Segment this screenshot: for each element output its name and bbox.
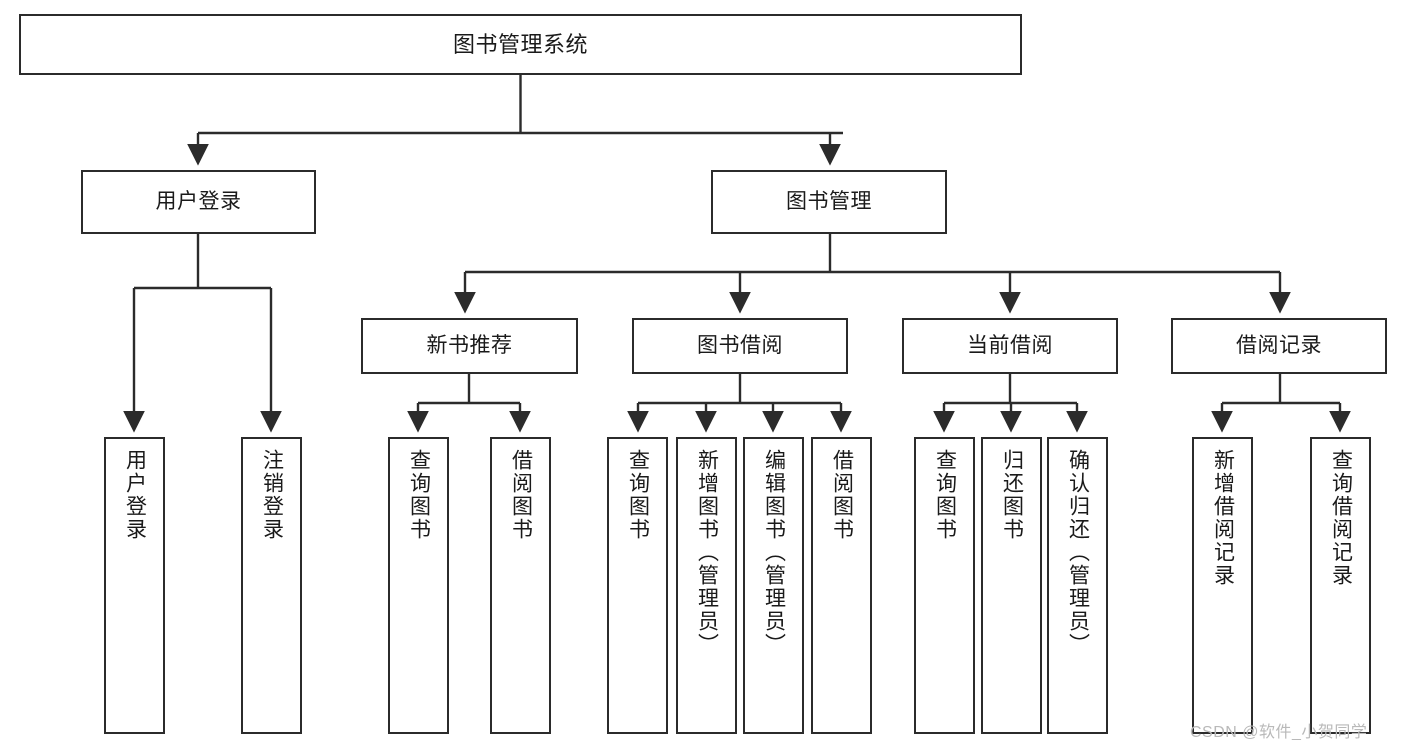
- node-label: 用户登录: [123, 449, 147, 541]
- node-label: 新增图书（管理员）: [695, 449, 719, 656]
- node-leaf-query-book-1[interactable]: 查询图书: [388, 437, 449, 734]
- node-leaf-user-login[interactable]: 用户登录: [104, 437, 165, 734]
- node-current-borrow[interactable]: 当前借阅: [902, 318, 1118, 374]
- node-label: 注销登录: [260, 449, 284, 541]
- node-label: 确认归还（管理员）: [1066, 449, 1090, 656]
- node-leaf-return-book[interactable]: 归还图书: [981, 437, 1042, 734]
- node-label: 借阅图书: [509, 449, 533, 541]
- node-label: 新书推荐: [426, 333, 513, 357]
- node-leaf-confirm-return[interactable]: 确认归还（管理员）: [1047, 437, 1108, 734]
- node-label: 归还图书: [1000, 449, 1024, 541]
- node-user-login[interactable]: 用户登录: [81, 170, 316, 234]
- node-label: 当前借阅: [967, 333, 1053, 357]
- node-leaf-borrow-book-2[interactable]: 借阅图书: [811, 437, 872, 734]
- node-label: 用户登录: [155, 189, 242, 213]
- node-label: 编辑图书（管理员）: [762, 449, 786, 656]
- node-borrow-record[interactable]: 借阅记录: [1171, 318, 1387, 374]
- node-new-book-recommend[interactable]: 新书推荐: [361, 318, 578, 374]
- node-leaf-query-record[interactable]: 查询借阅记录: [1310, 437, 1371, 734]
- node-label: 借阅记录: [1236, 333, 1322, 357]
- node-label: 图书借阅: [697, 333, 783, 357]
- node-label: 查询图书: [407, 449, 431, 541]
- node-label: 图书管理: [786, 189, 872, 213]
- node-leaf-query-book-2[interactable]: 查询图书: [607, 437, 668, 734]
- node-label: 查询图书: [933, 449, 957, 541]
- node-book-management[interactable]: 图书管理: [711, 170, 947, 234]
- node-root-book-management-system[interactable]: 图书管理系统: [19, 14, 1022, 75]
- node-leaf-borrow-book-1[interactable]: 借阅图书: [490, 437, 551, 734]
- node-leaf-query-book-3[interactable]: 查询图书: [914, 437, 975, 734]
- node-book-borrow[interactable]: 图书借阅: [632, 318, 848, 374]
- node-leaf-add-book[interactable]: 新增图书（管理员）: [676, 437, 737, 734]
- csdn-watermark: CSDN @软件_小贺同学: [1190, 724, 1368, 741]
- node-leaf-edit-book[interactable]: 编辑图书（管理员）: [743, 437, 804, 734]
- node-label: 借阅图书: [830, 449, 854, 541]
- node-label: 查询图书: [626, 449, 650, 541]
- node-label: 新增借阅记录: [1211, 449, 1235, 587]
- node-leaf-add-record[interactable]: 新增借阅记录: [1192, 437, 1253, 734]
- node-leaf-logout-login[interactable]: 注销登录: [241, 437, 302, 734]
- node-label: 查询借阅记录: [1329, 449, 1353, 587]
- node-label: 图书管理系统: [452, 31, 588, 57]
